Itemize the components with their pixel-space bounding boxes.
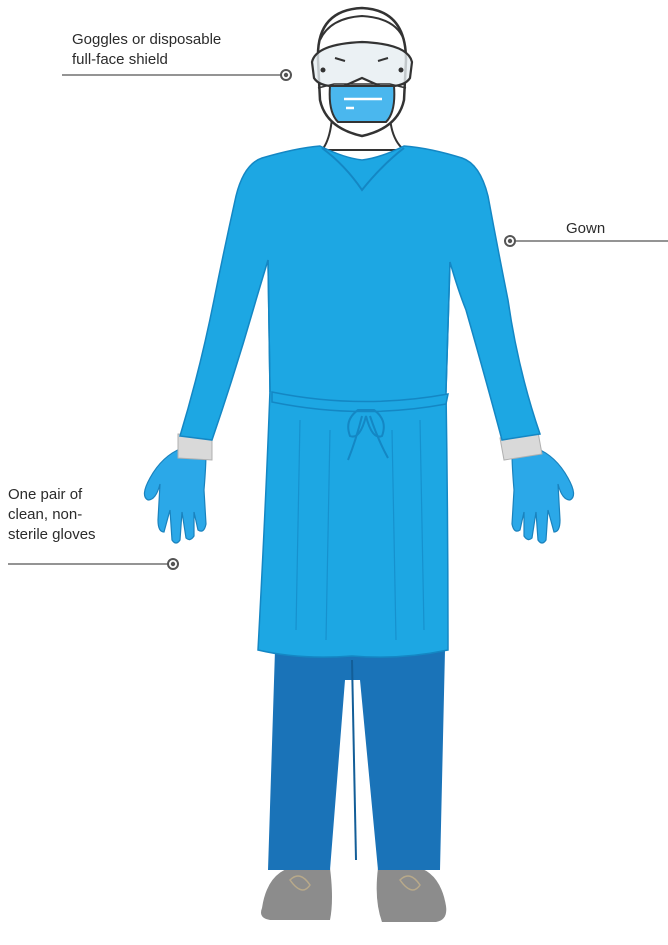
label-gloves-line1: One pair of — [8, 485, 158, 505]
label-goggles-line2: full-face shield — [72, 50, 292, 70]
label-gown: Gown — [566, 219, 605, 239]
label-gloves-line3: sterile gloves — [8, 525, 158, 545]
gown — [180, 146, 540, 657]
label-gloves: One pair of clean, non- sterile gloves — [8, 485, 158, 545]
shoes — [261, 866, 446, 922]
label-gloves-line2: clean, non- — [8, 505, 158, 525]
label-goggles: Goggles or disposable full-face shield — [72, 30, 292, 70]
scrub-pants — [268, 650, 445, 870]
label-goggles-line1: Goggles or disposable — [72, 30, 292, 50]
